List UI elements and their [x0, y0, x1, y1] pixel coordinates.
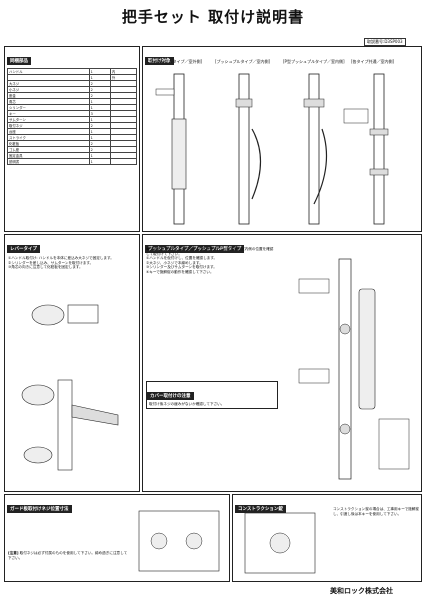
pushpull-illustration	[298, 258, 410, 480]
type-column-label: [プッシュプルタイプ／室外側]	[147, 59, 203, 64]
lever-header: レバータイプ	[7, 245, 40, 253]
pushpull-note-1: ●プッシュプルタイプ、プッシュプルP型タイプは室外側と室内側の位置を確認して取付…	[146, 247, 274, 256]
parts-cell: 1	[88, 158, 111, 165]
pushpull-note-4: ③シリンダー及びサムターンを取付けます。	[146, 265, 217, 270]
guard-plate-header: ガード板取付けネジ位置寸法	[7, 505, 72, 513]
parts-cell: 説明書	[7, 158, 90, 165]
type-column-label: [各タイプ共通／室内側]	[351, 59, 395, 64]
type-column-label: [プッシュプルタイプ／室内側]	[215, 59, 271, 64]
lever-step-1: ①ハンドル取付け: ハンドルを本体に差込み大ネジで固定します。	[8, 256, 114, 260]
pushpull-header: プッシュプルタイプ／プッシュプルP型タイプ	[145, 245, 245, 253]
lever-step-2: ②シリンダーを差し込み、サムターンを取付けます。	[8, 260, 94, 265]
door-handles-illustration	[155, 73, 389, 225]
doc-number: 取説番号:D3SP003	[364, 38, 406, 46]
pushpull-note-5: ④キーで施解錠の動作を確認して下さい。	[146, 269, 214, 274]
cover-warning-title: カバー取付けの注意	[147, 392, 194, 400]
pushpull-section: プッシュプルタイプ／プッシュプルP型タイプ ●プッシュプルタイプ、プッシュプルP…	[142, 234, 422, 492]
page-title: 把手セット 取付け説明書	[121, 8, 305, 26]
company-name: 美和ロック株式会社	[330, 587, 393, 595]
guard-plate-section: ガード板取付けネジ位置寸法 [注意] 取付ネジは必ず付属のものを使用して下さい。…	[4, 494, 230, 582]
cover-warning: カバー取付けの注意 取付け後ネジの緩みがないか確認して下さい。	[146, 381, 278, 409]
guard-note-text: 取付ネジは必ず付属のものを使用して下さい。締め過ぎに注意して下さい。	[8, 551, 128, 560]
lever-section: レバータイプ ①ハンドル取付け: ハンドルを本体に差込み大ネジで固定します。 ②…	[4, 234, 140, 492]
type-column-label: [P型プッシュプルタイプ／室内側]	[283, 59, 345, 64]
lever-illustration	[21, 304, 119, 471]
lever-step-3: ③角芯の向きに注意して化粧板を固定します。	[8, 265, 83, 270]
parts-header: 同梱部品	[7, 57, 31, 65]
pushpull-note-2: ①ハンドルを仮付けし、位置を確認します。	[146, 256, 218, 261]
types-panel: 取付け対象 [プッシュプルタイプ／室外側] [プッシュプルタイプ／室内側] [P型プ…	[142, 46, 422, 232]
construction-text: コンストラクション錠の場合は、工事用キーで施解錠し、引渡し後は本キーを使用して下…	[333, 507, 419, 516]
guard-note-label: [注意]	[8, 551, 19, 555]
cover-warning-text: 取付け後ネジの緩みがないか確認して下さい。	[149, 402, 225, 406]
construction-header: コンストラクション錠	[235, 505, 286, 513]
construction-illustration	[244, 512, 316, 574]
pushpull-note-3: ②大ネジ、小ネジで本締めします。	[146, 260, 203, 265]
guard-plate-illustration	[138, 510, 220, 572]
construction-lock-section: コンストラクション錠 コンストラクション錠の場合は、工事用キーで施解錠し、引渡し…	[232, 494, 422, 582]
types-header: 取付け対象	[145, 57, 174, 65]
parts-cell	[109, 158, 138, 165]
